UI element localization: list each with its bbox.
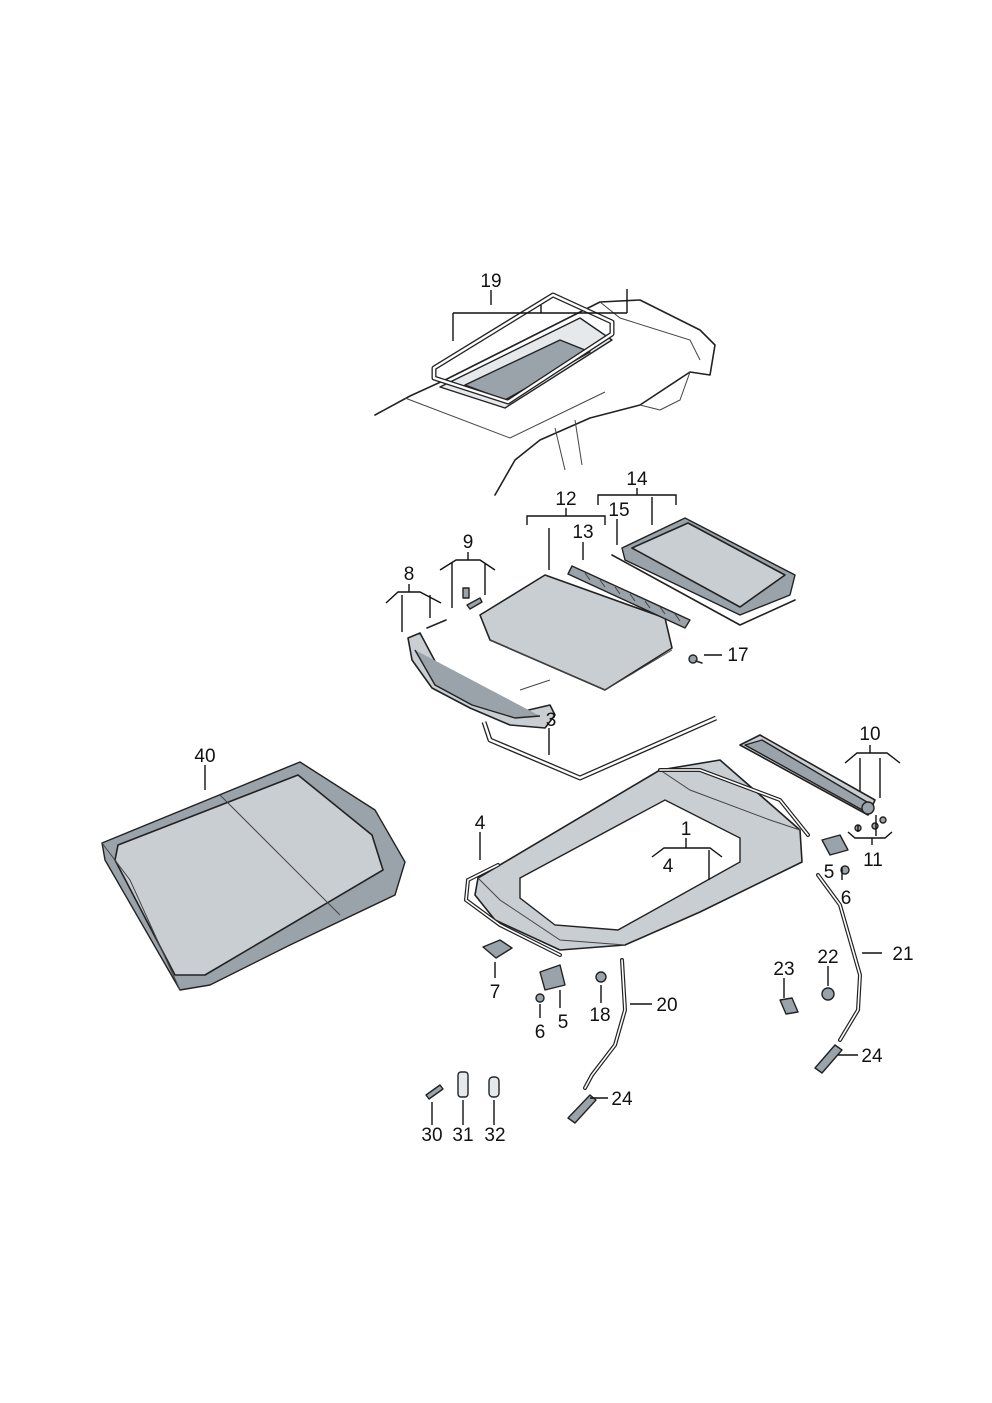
motor-bracket-part-5b [821, 834, 849, 856]
screw-part-17 [688, 654, 703, 664]
label-17: 17 [727, 645, 748, 666]
fastener-parts-11 [854, 816, 887, 832]
pin-part-30 [425, 1084, 444, 1100]
label-23: 23 [773, 959, 794, 980]
clip-parts-9 [462, 587, 483, 610]
label-30: 30 [421, 1125, 442, 1146]
roller-blind-part-10 [739, 734, 876, 816]
valve-part-24b [814, 1044, 843, 1074]
label-13: 13 [572, 522, 593, 543]
tube-part-32 [488, 1076, 500, 1098]
part-number-labels: 19 14 12 15 13 9 8 17 3 10 40 4 1 4 5 11… [194, 271, 913, 1146]
label-6-right: 6 [841, 888, 852, 909]
screw-part-6b [840, 865, 850, 875]
wind-deflector-part-8 [407, 632, 556, 729]
panorama-roof-part-40 [101, 761, 406, 991]
leader-lines [204, 289, 901, 1125]
label-9: 9 [463, 532, 474, 553]
drain-hose-part-4 [463, 768, 810, 957]
label-7: 7 [490, 982, 501, 1003]
grommet-part-22 [821, 987, 835, 1001]
valve-part-24a [567, 1094, 597, 1124]
label-20: 20 [656, 995, 677, 1016]
label-1: 1 [681, 819, 692, 840]
label-4-sub: 4 [663, 856, 674, 877]
label-5-right: 5 [824, 862, 835, 883]
cover-part-7 [482, 939, 513, 959]
glass-panel-part-14 [611, 517, 796, 626]
frame-seal-part-3 [481, 715, 718, 781]
label-18: 18 [589, 1005, 610, 1026]
label-4-frame: 4 [475, 813, 486, 834]
drain-hose-part-20 [583, 958, 628, 1090]
clip-part-23 [779, 997, 799, 1015]
sunroof-frame-part-4 [474, 759, 803, 951]
screw-part-6a [535, 993, 545, 1003]
spring-part-8 [426, 619, 447, 629]
car-roof-illustration [374, 299, 716, 496]
label-3: 3 [546, 710, 557, 731]
label-32: 32 [484, 1125, 505, 1146]
label-8: 8 [404, 564, 415, 585]
nut-part-18 [595, 971, 607, 983]
tube-part-31 [457, 1071, 469, 1098]
label-5-left: 5 [558, 1012, 569, 1033]
label-6-left: 6 [535, 1022, 546, 1043]
label-24-right: 24 [861, 1046, 883, 1067]
label-40: 40 [194, 746, 215, 767]
label-31: 31 [452, 1125, 473, 1146]
sunshade-part-12 [479, 574, 673, 691]
label-24-left: 24 [611, 1089, 633, 1110]
drain-hose-part-21 [816, 873, 863, 1042]
roof-seal-part-19 [431, 292, 615, 405]
label-11: 11 [863, 850, 883, 871]
label-22: 22 [817, 947, 838, 968]
label-12: 12 [555, 489, 576, 510]
label-15: 15 [608, 500, 629, 521]
label-21: 21 [892, 944, 913, 965]
label-10: 10 [859, 724, 880, 745]
label-14: 14 [626, 469, 648, 490]
motor-bracket-part-5a [539, 964, 566, 991]
guide-strip-part-13 [567, 565, 691, 629]
label-19: 19 [480, 271, 501, 292]
